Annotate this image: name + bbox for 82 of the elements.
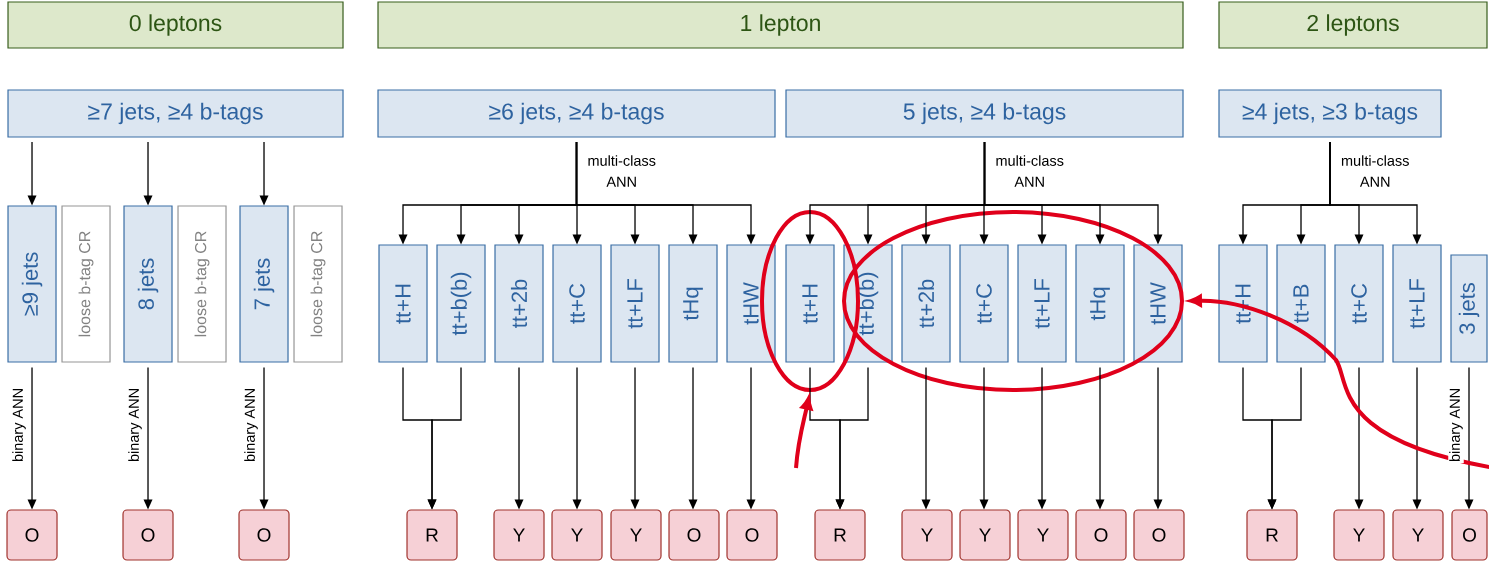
arrow (143, 141, 153, 206)
arrow (1412, 366, 1422, 510)
class-box: tt+H (378, 244, 428, 363)
result-box: Y (959, 509, 1011, 561)
result-box: O (726, 509, 778, 561)
class-box: 8 jets (123, 205, 173, 363)
result-box: Y (1017, 509, 1069, 561)
class-box: tHW (726, 244, 776, 363)
class-box: tt+2b (901, 244, 951, 363)
edge-label: binary ANN (243, 386, 259, 464)
highlight-ellipse (760, 210, 860, 392)
class-box: tt+b(b) (436, 244, 486, 363)
arrow (1267, 366, 1302, 510)
result-box: O (1133, 509, 1185, 561)
arrow (427, 366, 462, 510)
edge-label: multi-class ANN (588, 155, 656, 187)
result-box: O (6, 509, 58, 561)
control-region-box: loose b-tag CR (293, 205, 343, 363)
arrow (1037, 366, 1047, 510)
class-box: tt+H (785, 244, 835, 363)
arrow (259, 141, 269, 206)
result-box: R (1246, 509, 1298, 561)
edge-label: binary ANN (11, 386, 27, 464)
arrow (835, 366, 869, 510)
result-box: O (1075, 509, 1127, 561)
class-box: tt+LF (1017, 244, 1067, 363)
edge-label: binary ANN (127, 386, 143, 464)
class-box: tt+LF (610, 244, 660, 363)
edge-label: multi-class ANN (996, 155, 1064, 187)
highlight-ellipse (842, 210, 1184, 392)
arrow (688, 366, 698, 510)
result-box: Y (1392, 509, 1444, 561)
arrow (1464, 366, 1474, 510)
result-box: O (668, 509, 720, 561)
section-header: 2 leptons (1218, 1, 1488, 49)
arrow (630, 366, 640, 510)
result-box: Y (551, 509, 603, 561)
class-box: 3 jets (1450, 254, 1488, 363)
result-box: R (814, 509, 866, 561)
edge-label: multi-class ANN (1341, 155, 1409, 187)
class-box: ≥9 jets (7, 205, 57, 363)
result-box: Y (610, 509, 662, 561)
arrow (514, 366, 524, 510)
category-box: ≥6 jets, ≥4 b-tags (377, 89, 776, 138)
arrow (921, 366, 931, 510)
arrow (746, 366, 756, 510)
result-box: Y (1333, 509, 1385, 561)
class-box: tt+C (959, 244, 1009, 363)
category-box: ≥4 jets, ≥3 b-tags (1218, 89, 1442, 138)
category-box: 5 jets, ≥4 b-tags (785, 89, 1184, 138)
result-box: R (406, 509, 458, 561)
class-box: tt+2b (494, 244, 544, 363)
result-box: O (1451, 509, 1488, 561)
class-box: tt+C (552, 244, 602, 363)
class-box: tHq (1075, 244, 1125, 363)
arrow (572, 366, 582, 510)
control-region-box: loose b-tag CR (61, 205, 111, 363)
class-box: tt+C (1334, 244, 1384, 363)
result-box: O (122, 509, 174, 561)
result-box: O (238, 509, 290, 561)
class-box: tt+B (1276, 244, 1326, 363)
section-header: 1 lepton (377, 1, 1184, 49)
class-box: tt+LF (1392, 244, 1442, 363)
arrow (575, 141, 756, 245)
edge-label: binary ANN (1448, 386, 1464, 464)
arrow (1354, 366, 1364, 510)
result-box: Y (901, 509, 953, 561)
arrow (143, 366, 153, 510)
class-box: tHq (668, 244, 718, 363)
arrow (27, 366, 37, 510)
arrow (983, 141, 1163, 245)
arrow (1153, 366, 1163, 510)
arrow (1095, 366, 1105, 510)
control-region-box: loose b-tag CR (177, 205, 227, 363)
arrow (27, 141, 37, 206)
arrow (259, 366, 269, 510)
category-box: ≥7 jets, ≥4 b-tags (7, 89, 344, 138)
class-box: 7 jets (239, 205, 289, 363)
arrow (979, 366, 989, 510)
arrow (1329, 141, 1422, 245)
section-header: 0 leptons (7, 1, 344, 49)
result-box: Y (493, 509, 545, 561)
